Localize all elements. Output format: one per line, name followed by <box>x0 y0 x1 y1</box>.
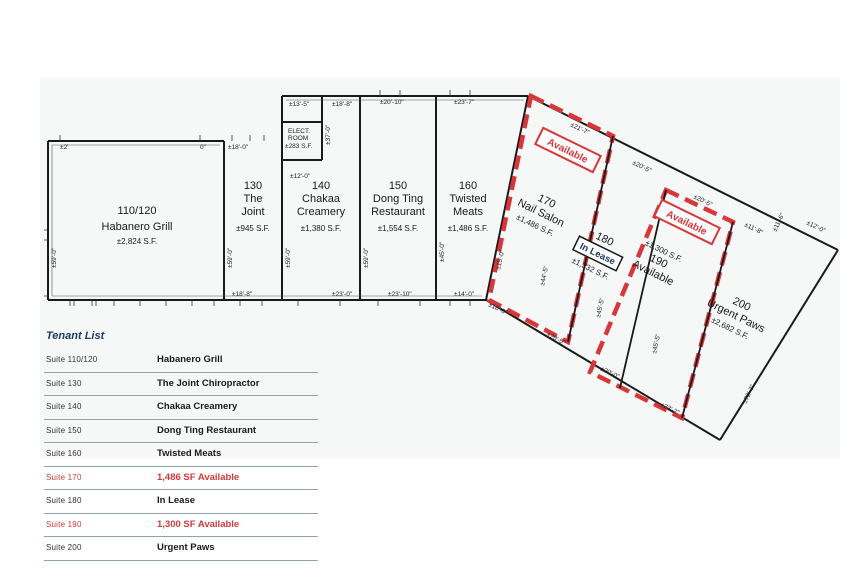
unit-150-sf: ±1,554 S.F. <box>378 224 418 233</box>
unit-140-name: Chakaa <box>302 193 341 205</box>
dim-label: ±45'-5" <box>595 297 606 319</box>
building-walls <box>47 95 839 441</box>
dim-label: ±18'-0" <box>228 144 249 151</box>
tenant-list-row: Suite 160 Twisted Meats <box>44 443 318 467</box>
unit-140: 140 Chakaa Creamery ±1,380 S.F. <box>297 180 346 233</box>
unit-150-name: Dong Ting <box>373 193 423 205</box>
elect-room-line2: ROOM <box>288 135 308 142</box>
tenant-list-row: Suite 190 1,300 SF Available <box>44 514 318 537</box>
dim-label: ±13'-5" <box>289 101 310 108</box>
tenant-name: Habanero Grill <box>157 354 223 365</box>
tenant-name: Chakaa Creamery <box>157 401 238 412</box>
suite-number: Suite 140 <box>46 402 82 411</box>
unit-130-name-2: Joint <box>241 206 264 218</box>
elect-room: ELECT. ROOM ±283 S.F. <box>285 128 313 150</box>
tenant-name: Dong Ting Restaurant <box>157 424 257 436</box>
dim-label: ±44'-5" <box>539 265 550 287</box>
unit-150-number: 150 <box>389 180 407 192</box>
unit-160-number: 160 <box>459 180 477 192</box>
dim-label: ±20'-10" <box>380 99 404 106</box>
dim-label: ±14'-0" <box>454 291 475 298</box>
tenant-list-row: Suite 130 The Joint Chiropractor <box>44 373 318 396</box>
dim-label: ±45'-0" <box>439 241 446 262</box>
dim-label: ±59'-0" <box>285 247 292 268</box>
dim-label: ±59'-0" <box>227 247 234 268</box>
elect-room-sf: ±283 S.F. <box>285 143 313 150</box>
unit-110-120: 110/120 Habanero Grill ±2,824 S.F. <box>102 205 173 246</box>
dimension-labels: ±2' 0" ±18'-0" ±13'-5" ±18'-8" ±20'-10" … <box>51 99 827 417</box>
tenant-name: Urgent Paws <box>157 542 215 553</box>
storefront-openings <box>44 90 471 306</box>
unit-140-name-2: Creamery <box>297 206 346 218</box>
tenant-name: Twisted Meats <box>157 448 222 459</box>
unit-130: 130 The Joint ±945 S.F. <box>236 180 270 233</box>
tenant-list-row: Suite 110/120 Habanero Grill <box>44 349 318 373</box>
suite-number: Suite 150 <box>46 425 82 435</box>
dim-label: ±59'-0" <box>363 247 370 268</box>
unit-110-120-number: 110/120 <box>118 205 157 217</box>
unit-140-number: 140 <box>312 180 330 192</box>
dim-label: ±15'-0" <box>495 249 506 271</box>
unit-110-120-sf: ±2,824 S.F. <box>117 237 157 246</box>
dim-label: ±2' <box>60 144 68 151</box>
dim-label: ±37'-0" <box>325 124 332 145</box>
tenant-list-row: Suite 200 Urgent Paws <box>44 537 318 561</box>
suite-number: Suite 190 <box>46 519 82 529</box>
tenant-list-row: Suite 140 Chakaa Creamery <box>44 396 318 420</box>
tenant-list-row: Suite 180 In Lease <box>44 490 318 514</box>
dim-label: 0" <box>200 144 207 151</box>
unit-110-120-name: Habanero Grill <box>102 221 173 233</box>
unit-150: 150 Dong Ting Restaurant ±1,554 S.F. <box>371 180 425 233</box>
tenant-name: 1,486 SF Available <box>157 471 240 483</box>
dim-label: ±18'-8" <box>232 291 253 298</box>
unit-160-name: Twisted <box>449 193 486 205</box>
dim-label: ±23'-10" <box>388 291 412 298</box>
tenant-list-row: Suite 150 Dong Ting Restaurant <box>44 420 318 443</box>
tenant-list-title: Tenant List <box>46 330 105 342</box>
unit-130-number: 130 <box>244 180 262 192</box>
dim-label: ±12'-0" <box>290 173 311 180</box>
unit-140-sf: ±1,380 S.F. <box>301 224 341 233</box>
dim-label: ±23'-7" <box>454 99 475 106</box>
unit-130-sf: ±945 S.F. <box>236 224 270 233</box>
unit-150-name-2: Restaurant <box>371 206 425 218</box>
dim-label: ±45'-5" <box>651 333 662 355</box>
suite-number: Suite 110/120 <box>46 355 98 364</box>
unit-160: 160 Twisted Meats ±1,486 S.F. <box>448 180 488 233</box>
unit-130-name: The <box>244 193 263 205</box>
in-lease-box <box>571 235 624 272</box>
tenant-name: The Joint Chiropractor <box>157 377 260 389</box>
suite-number: Suite 170 <box>46 472 82 482</box>
wall-inner-lines <box>51 99 524 297</box>
unit-160-sf: ±1,486 S.F. <box>448 224 488 233</box>
elect-room-line1: ELECT. <box>288 128 310 135</box>
dim-label: ±18'-8" <box>332 101 353 108</box>
suite-number: Suite 130 <box>46 378 82 388</box>
dim-label: ±23'-0" <box>332 291 353 298</box>
suite-number: Suite 180 <box>46 496 82 505</box>
tenant-name: 1,300 SF Available <box>157 518 240 530</box>
suite-number: Suite 160 <box>46 449 82 458</box>
unit-dividers <box>567 135 734 419</box>
dim-label: ±59'-0" <box>51 247 58 268</box>
tenant-list-row: Suite 170 1,486 SF Available <box>44 467 318 490</box>
unit-160-name-2: Meats <box>453 206 483 218</box>
tenant-name: In Lease <box>157 495 196 506</box>
suite-number: Suite 200 <box>46 543 82 552</box>
